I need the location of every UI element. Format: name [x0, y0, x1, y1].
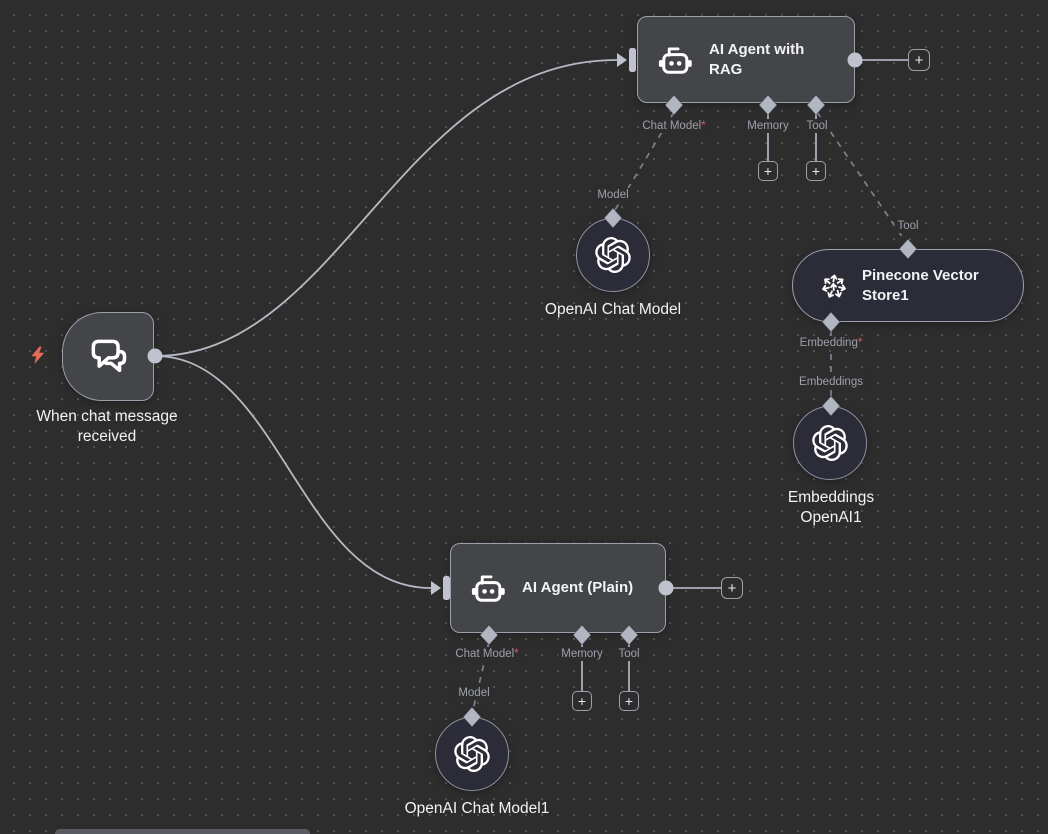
add-node-button-plain-memory[interactable]: + [572, 691, 592, 711]
robot-icon [470, 571, 508, 605]
add-node-button-rag-memory[interactable]: + [758, 161, 778, 181]
port-label-pinecone-tool: Tool [894, 219, 922, 233]
add-node-button-plain-output[interactable]: + [721, 577, 743, 599]
add-node-button-rag-output[interactable]: + [908, 49, 930, 71]
node-openai-chat-model[interactable] [576, 218, 650, 292]
port-label-pinecone-embedding: Embedding* [796, 336, 866, 350]
port-label-embeddings-input: Embeddings [796, 375, 866, 389]
node-pinecone-vector-store1[interactable]: Pinecone Vector Store1 [792, 249, 1024, 322]
pinecone-icon [819, 271, 849, 301]
node-label-openai-chat-model: OpenAI Chat Model [544, 301, 682, 318]
add-node-button-plain-tool[interactable]: + [619, 691, 639, 711]
port-label-rag-tool: Tool [803, 119, 831, 133]
trigger-bolt-icon [29, 345, 47, 365]
node-title: Pinecone Vector Store1 [862, 266, 979, 304]
node-label-openai-chat-model1: OpenAI Chat Model1 [404, 800, 550, 817]
node-openai-chat-model1[interactable] [435, 717, 509, 791]
port-label-rag-memory: Memory [744, 119, 792, 133]
node-title: AI Agent with RAG [709, 40, 805, 78]
openai-icon [595, 237, 631, 273]
node-ai-agent-with-rag[interactable]: AI Agent with RAG [637, 16, 855, 103]
port-label-plain-memory: Memory [558, 647, 606, 661]
input-arrow-plain [431, 581, 441, 595]
node-embeddings-openai1[interactable] [793, 406, 867, 480]
port-label-plain-chat-model: Chat Model* [452, 647, 522, 661]
node-when-chat-message-received[interactable] [62, 312, 154, 401]
port-label-rag-chat-model: Chat Model* [639, 119, 709, 133]
openai-icon [454, 736, 490, 772]
connection-trigger-to-plain[interactable] [154, 355, 432, 589]
input-bar-rag [629, 48, 636, 72]
node-ai-agent-plain[interactable]: AI Agent (Plain) [450, 543, 666, 633]
port-label-plain-tool: Tool [615, 647, 643, 661]
horizontal-scrollbar[interactable] [55, 829, 310, 834]
input-arrow-rag [617, 53, 627, 67]
chat-icon [86, 335, 130, 379]
port-label-openai1-model: Model [455, 686, 493, 700]
node-title: AI Agent (Plain) [522, 579, 634, 596]
add-node-button-rag-tool[interactable]: + [806, 161, 826, 181]
input-bar-plain [443, 576, 450, 600]
openai-icon [812, 425, 848, 461]
port-label-openai-model: Model [594, 188, 632, 202]
node-label-embeddings-openai1: Embeddings OpenAI1 [787, 489, 875, 526]
robot-icon [657, 43, 695, 77]
node-label-trigger: When chat message received [36, 408, 178, 445]
